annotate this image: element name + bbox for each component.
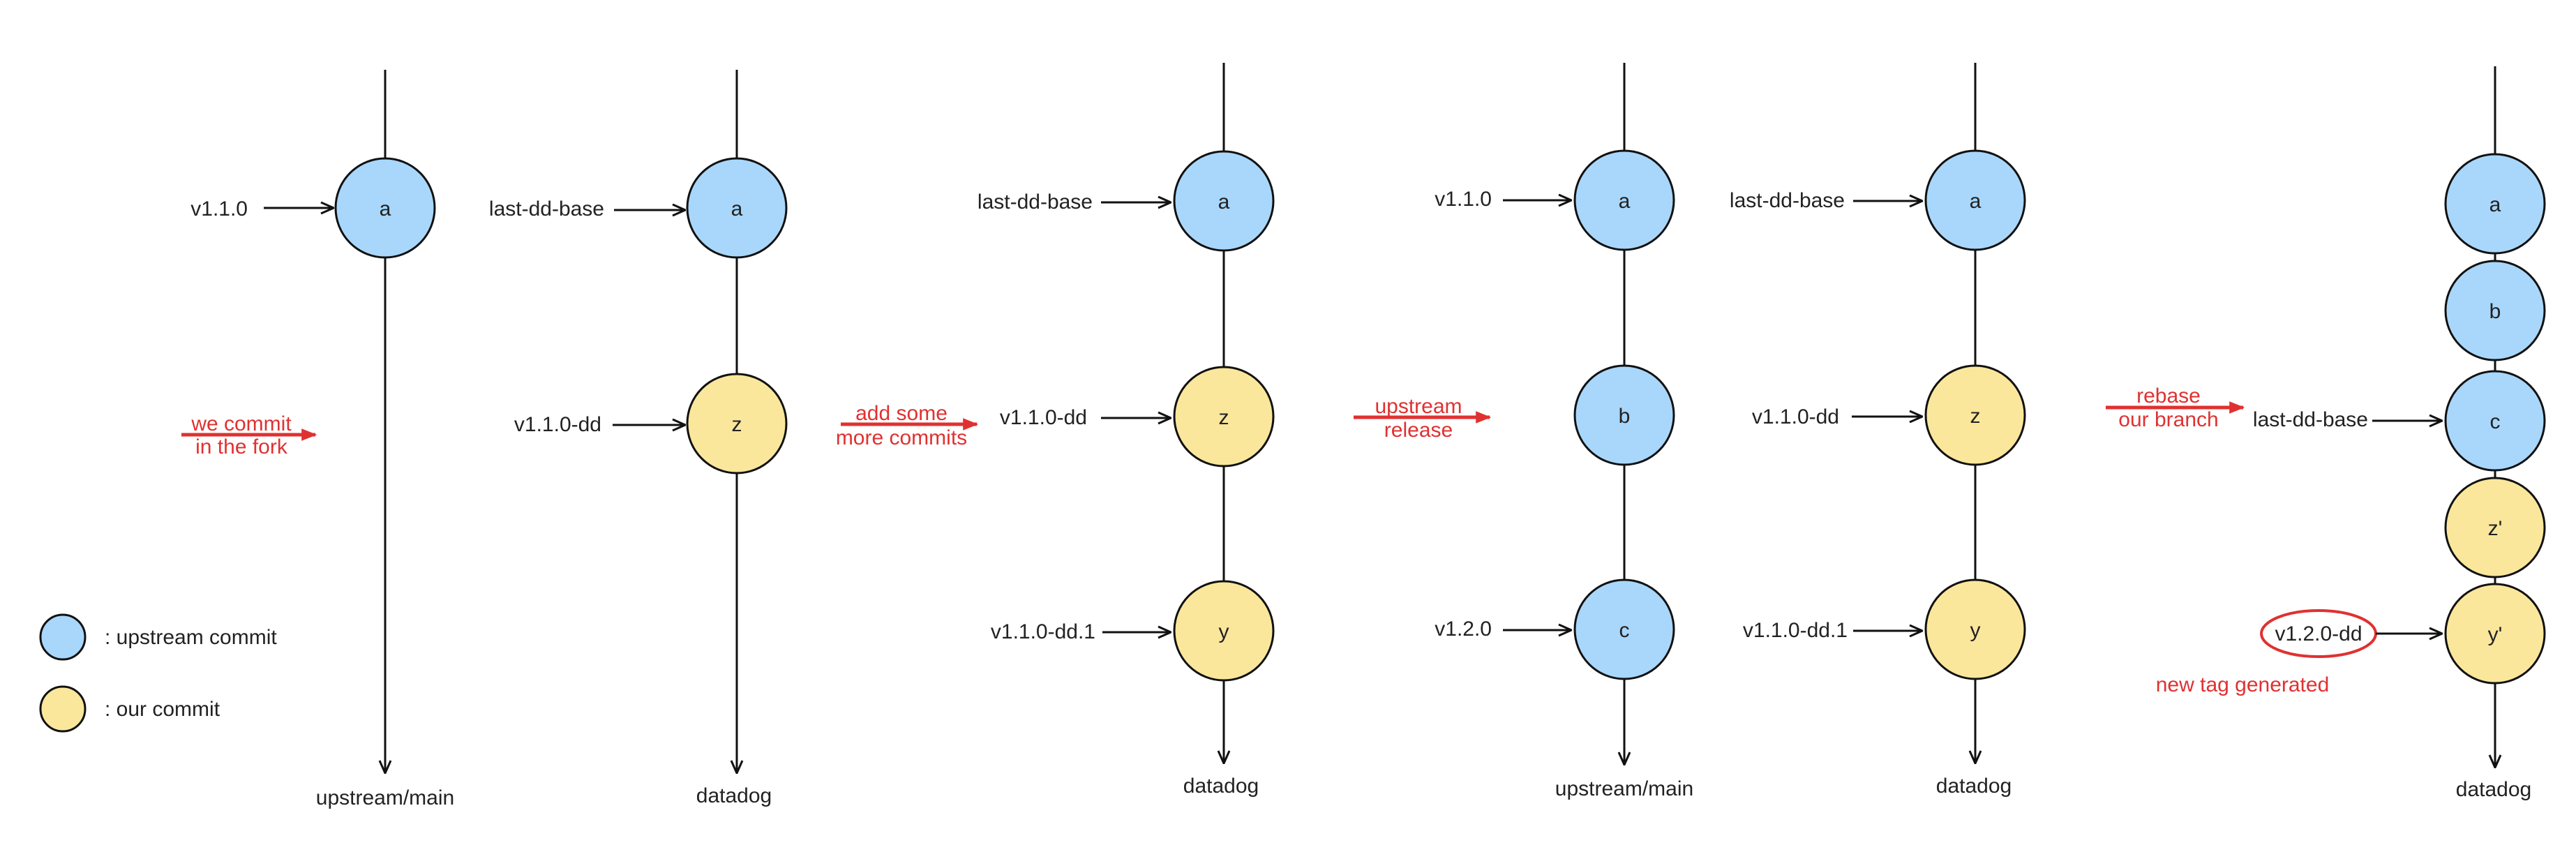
commit-label: a	[2489, 193, 2501, 216]
branch-name: datadog	[1936, 775, 2012, 798]
commit-label: a	[1619, 190, 1631, 213]
commit-node	[686, 373, 788, 474]
legend-upstream-swatch	[39, 613, 87, 661]
branch-datadog-rebased: a b c z' y' last-dd-base v1.2.0-dd new t…	[2156, 66, 2546, 801]
transition-arrow-1: we commit in the fork	[181, 412, 317, 458]
ref-label: v1.1.0-dd	[1752, 405, 1839, 428]
commit-label: y	[1219, 620, 1229, 643]
transition-arrow-4: rebase our branch	[2106, 384, 2245, 431]
commit-label: z'	[2488, 517, 2503, 540]
commit-node	[1573, 364, 1675, 466]
ref-label: v1.1.0-dd	[514, 413, 601, 436]
legend-upstream-label: : upstream commit	[105, 626, 277, 649]
ref-label: v1.1.0-dd.1	[1743, 619, 1848, 642]
commit-node	[2444, 477, 2546, 578]
transition-arrow-2: add some more commits	[836, 402, 979, 449]
commit-label: z	[1219, 406, 1229, 429]
legend-our-label: : our commit	[105, 698, 220, 721]
commit-node	[1173, 150, 1275, 252]
branch-upstream-main-2: a b c v1.1.0 v1.2.0 upstream/main	[1435, 63, 1693, 800]
branch-name: datadog	[696, 784, 772, 807]
ref-label: last-dd-base	[978, 190, 1093, 214]
commit-node	[1173, 580, 1275, 682]
commit-label: z	[1970, 405, 1981, 428]
commit-label: y'	[2488, 623, 2503, 646]
commit-node	[1924, 149, 2026, 251]
legend: : upstream commit : our commit	[39, 613, 277, 733]
transition-label-line1: upstream	[1375, 395, 1462, 418]
commit-label: a	[731, 197, 743, 221]
transition-label-line2: release	[1384, 419, 1453, 442]
branch-datadog-1: a z last-dd-base v1.1.0-dd datadog	[489, 70, 788, 807]
branch-datadog-2: a z y last-dd-base v1.1.0-dd v1.1.0-dd.1…	[978, 63, 1275, 798]
ref-label: last-dd-base	[2253, 408, 2368, 431]
commit-node	[1573, 578, 1675, 680]
commit-node	[1173, 366, 1275, 468]
commit-node	[2444, 370, 2546, 472]
transition-label-line2: in the fork	[195, 435, 288, 458]
branch-upstream-main-1: a v1.1.0 upstream/main	[190, 70, 454, 809]
branch-name: datadog	[1183, 775, 1259, 798]
transition-label-line1: we commit	[190, 412, 292, 435]
branch-name: datadog	[2456, 778, 2531, 801]
transition-label-line1: rebase	[2136, 384, 2201, 408]
commit-label: a	[1970, 190, 1982, 213]
ref-label: v1.2.0	[1435, 618, 1492, 641]
commit-label: a	[1218, 190, 1230, 214]
transition-label-line2: our branch	[2118, 408, 2218, 431]
commit-label: y	[1970, 619, 1981, 642]
transition-arrow-3: upstream release	[1354, 395, 1492, 442]
ref-label: v1.1.0-dd.1	[991, 620, 1095, 643]
commit-node	[1924, 364, 2026, 466]
commit-label: c	[2490, 410, 2501, 433]
commit-node	[1573, 149, 1675, 251]
transition-label-line2: more commits	[836, 426, 967, 449]
transition-label-line1: add some	[855, 402, 948, 425]
commit-node	[2444, 153, 2546, 255]
commit-label: a	[380, 197, 391, 221]
ref-label: last-dd-base	[1730, 189, 1845, 212]
new-tag-note: new tag generated	[2156, 673, 2330, 696]
ref-label: v1.2.0-dd	[2275, 622, 2362, 645]
commit-label: b	[2489, 300, 2501, 323]
ref-label: last-dd-base	[489, 197, 604, 221]
commit-node	[334, 157, 436, 259]
commit-label: b	[1619, 405, 1631, 428]
commit-node	[2444, 583, 2546, 685]
commit-node	[1924, 578, 2026, 680]
commit-node	[2444, 260, 2546, 361]
legend-our-swatch	[39, 685, 87, 733]
commit-node	[686, 157, 788, 259]
branch-datadog-3: a z y last-dd-base v1.1.0-dd v1.1.0-dd.1…	[1730, 63, 2026, 798]
ref-label: v1.1.0	[190, 197, 248, 221]
ref-label: v1.1.0	[1435, 188, 1492, 211]
branch-name: upstream/main	[316, 786, 454, 809]
commit-label: c	[1619, 619, 1630, 642]
commit-label: z	[732, 413, 742, 436]
branch-name: upstream/main	[1555, 777, 1693, 800]
ref-label: v1.1.0-dd	[1000, 406, 1087, 429]
